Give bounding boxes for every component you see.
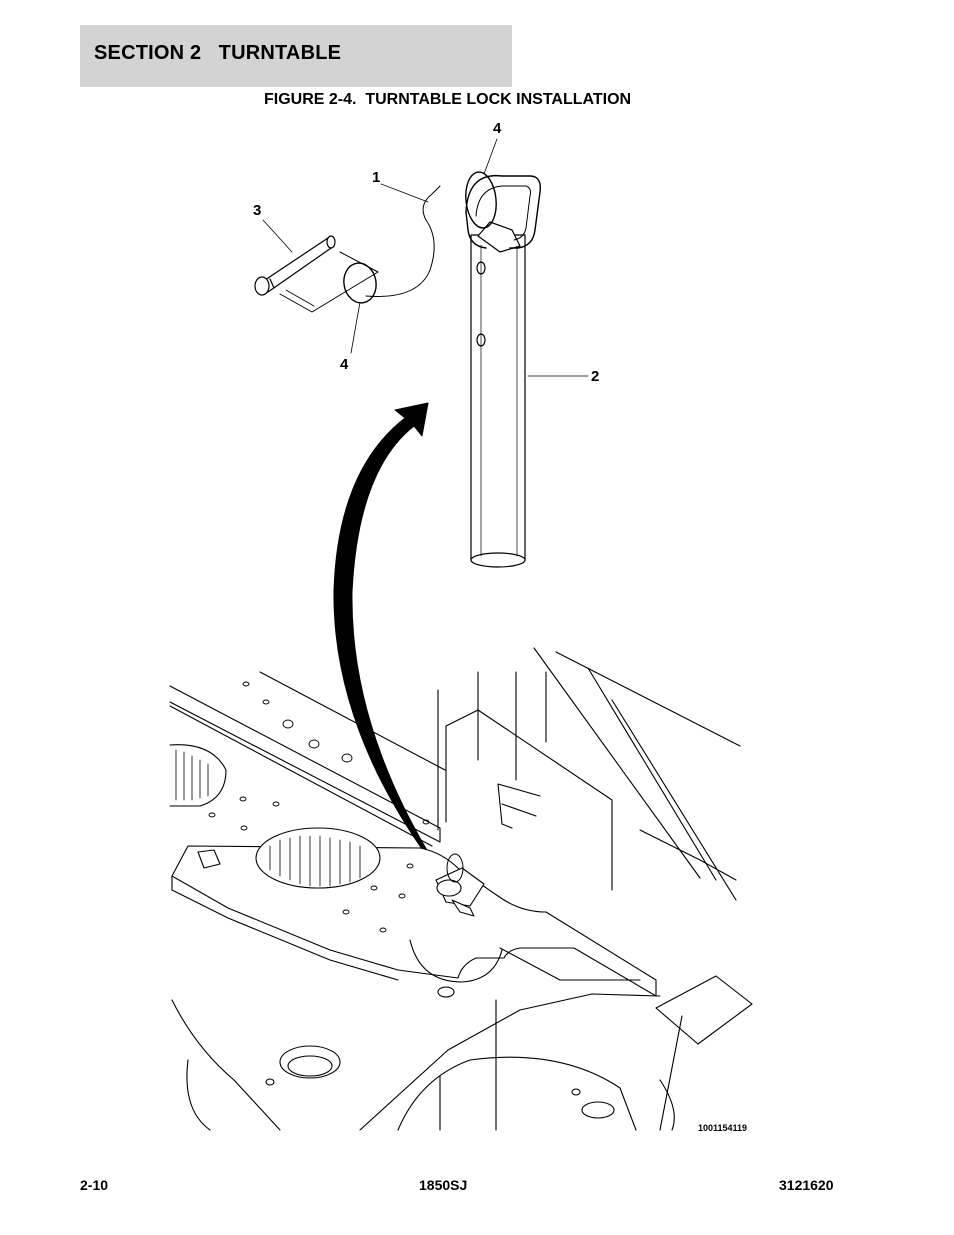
ring-top [465, 171, 497, 229]
page-number: 2-10 [80, 1177, 109, 1193]
installation-arrow [333, 402, 429, 853]
leader-lines [262, 138, 589, 377]
lanyard-cable [365, 185, 441, 297]
ring-clevis [343, 262, 377, 304]
section-banner: SECTION 2 TURNTABLE [80, 25, 512, 87]
turntable-frame [169, 647, 753, 1131]
callout-4-top: 4 [493, 120, 502, 137]
section-title: SECTION 2 TURNTABLE [94, 42, 342, 64]
drawing-number: 1001154119 [698, 1123, 748, 1133]
lock-pin [465, 174, 541, 568]
clevis-pin [254, 235, 379, 313]
model-name: 1850SJ [419, 1177, 468, 1193]
callout-3: 3 [253, 202, 262, 219]
manual-number: 3121620 [779, 1177, 834, 1193]
callout-1: 1 [372, 169, 381, 186]
figure-title: FIGURE 2-4. TURNTABLE LOCK INSTALLATION [264, 91, 632, 108]
callout-2: 2 [591, 368, 600, 385]
callout-4-bottom: 4 [340, 356, 349, 373]
